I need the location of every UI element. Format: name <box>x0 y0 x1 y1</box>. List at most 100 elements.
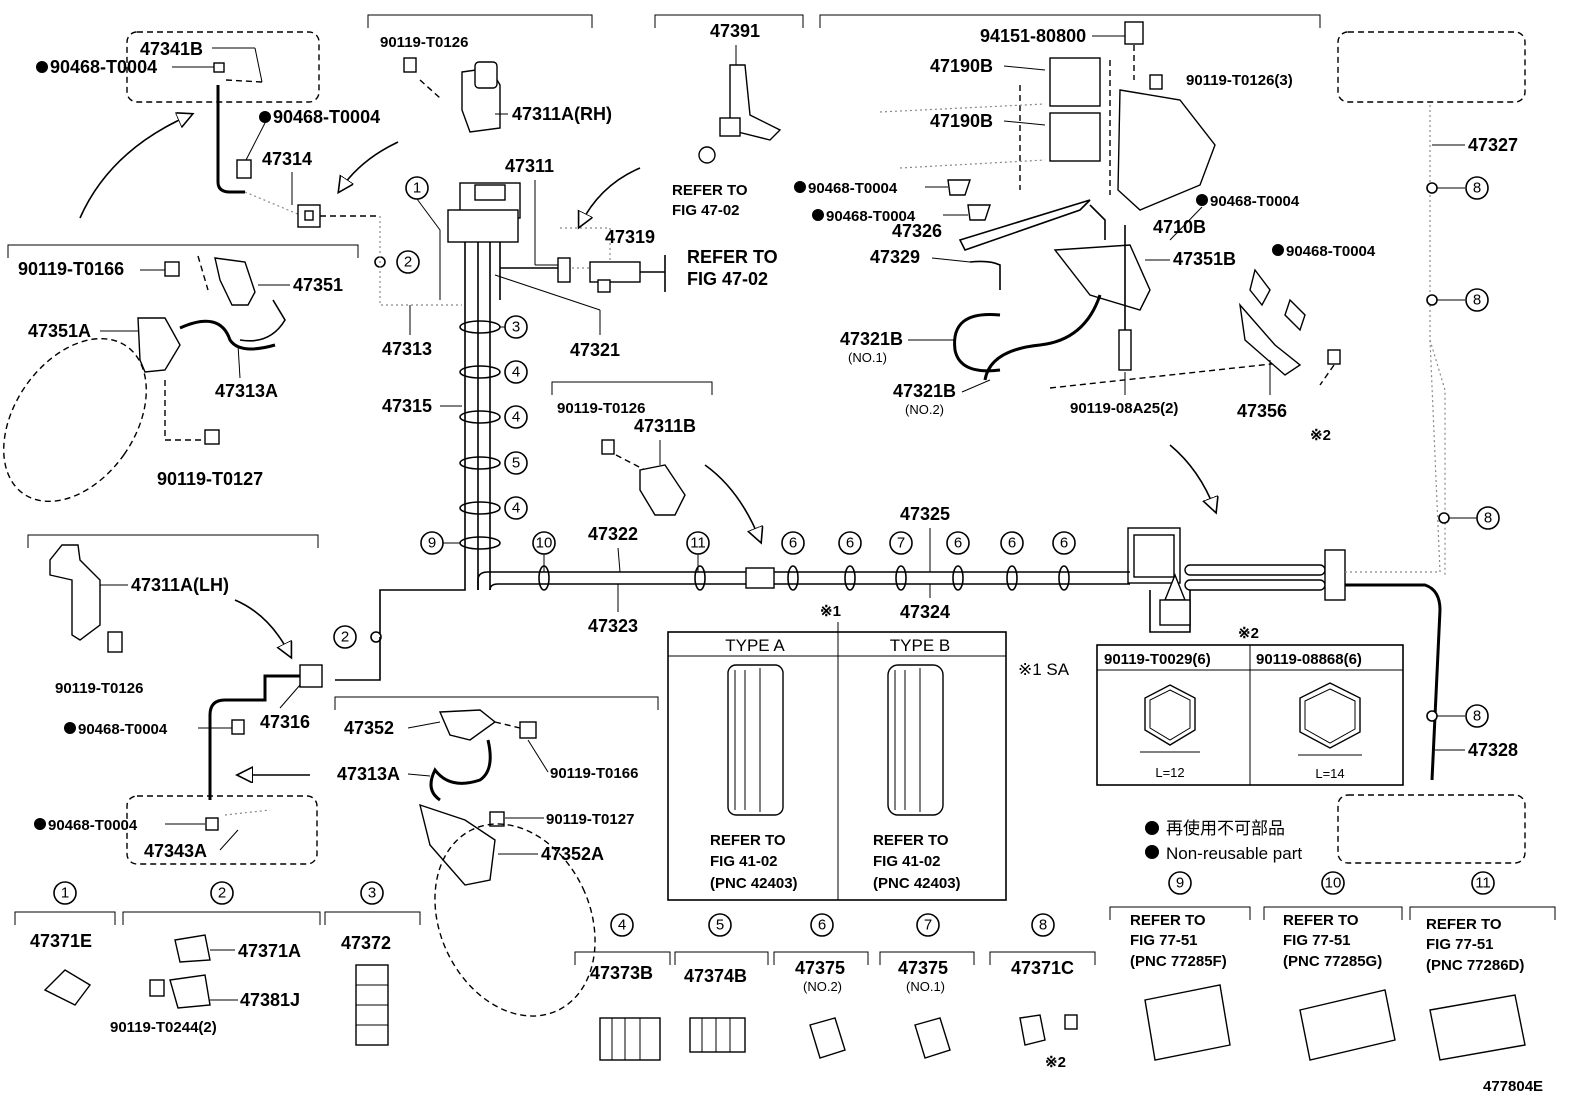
svg-text:1: 1 <box>61 885 69 902</box>
group-bracket-47391 <box>654 14 804 28</box>
label-47343A: 47343A <box>144 841 207 861</box>
callout-9b <box>1168 871 1192 895</box>
label-bolt1: 90119-T0029(6) <box>1104 651 1211 668</box>
label-referA1: REFER TO <box>710 832 786 849</box>
non-reusable-dot-icon <box>259 111 271 123</box>
callout-6c <box>946 531 970 555</box>
label-90468-e: 90468-T0004 <box>1210 193 1300 210</box>
non-reusable-dot-icon <box>36 61 48 73</box>
label-47375-1: 47375 <box>898 958 948 978</box>
bracket-4710B <box>1117 89 1216 211</box>
clip-47375-no2 <box>809 1017 846 1059</box>
brake-pipe-47314 <box>216 85 245 194</box>
label-47321: 47321 <box>570 340 620 360</box>
bracket-47352A <box>419 803 496 886</box>
svg-text:4: 4 <box>512 409 520 426</box>
label-90119-T0126-3: 90119-T0126(3) <box>1186 72 1293 89</box>
pipe-bundle-47315 <box>464 242 501 590</box>
callout-3b <box>360 881 384 905</box>
label-47341B: 47341B <box>140 39 203 59</box>
group-bracket-47311A-RH <box>367 14 593 28</box>
label-47373B: 47373B <box>590 963 653 983</box>
label-90119-T0126-c: 90119-T0126 <box>55 680 143 697</box>
detail-box-top-right <box>1337 31 1526 103</box>
clamp-47374B <box>689 1017 746 1053</box>
label-referA3: (PNC 42403) <box>710 875 798 892</box>
pipe-47323 <box>489 583 1100 591</box>
label-refer-47-02-a: REFER TO <box>672 182 748 199</box>
callout-5b <box>708 913 732 937</box>
callout-8e <box>1031 913 1055 937</box>
label-47351A: 47351A <box>28 321 91 341</box>
hex-bolt-14-icon <box>1299 682 1361 749</box>
svg-text:11: 11 <box>1475 875 1491 892</box>
callout-6e <box>1052 531 1076 555</box>
detail-box-47341B <box>126 31 320 103</box>
figure-id: 477804E <box>1483 1078 1543 1095</box>
label-47324: 47324 <box>900 602 950 622</box>
callout-6d <box>1000 531 1024 555</box>
callout-4b <box>504 405 528 429</box>
svg-text:8: 8 <box>1039 917 1047 934</box>
wheel-outline-right <box>434 823 596 1017</box>
pipe-47328 <box>1345 583 1442 781</box>
label-47328: 47328 <box>1468 740 1518 760</box>
label-ref11-1: REFER TO <box>1426 916 1502 933</box>
label-type-b: TYPE B <box>890 636 950 655</box>
label-90119-T0244: 90119-T0244(2) <box>110 1019 217 1036</box>
label-47316: 47316 <box>260 712 310 732</box>
label-mark2-b: ※2 <box>1238 625 1259 642</box>
non-reusable-dot-icon <box>1196 194 1208 206</box>
label-47315: 47315 <box>382 396 432 416</box>
svg-text:10: 10 <box>536 535 553 552</box>
label-47381J: 47381J <box>240 990 300 1010</box>
svg-text:1: 1 <box>413 180 421 197</box>
label-ref11-2: FIG 77-51 <box>1426 936 1494 953</box>
legend-en: Non-reusable part <box>1166 844 1302 863</box>
group-bracket-47351 <box>7 244 359 258</box>
callout-2b <box>333 625 357 649</box>
callout-2 <box>396 250 420 274</box>
label-47321B-2: 47321B <box>893 381 956 401</box>
label-L14: L=14 <box>1315 766 1344 781</box>
non-reusable-dot-icon <box>1272 244 1284 256</box>
callout-11b <box>1471 871 1495 895</box>
pipe-47322 <box>477 571 1100 590</box>
legend-dot-icon <box>1145 821 1159 835</box>
label-47325: 47325 <box>900 504 950 524</box>
label-90119-T0126-a: 90119-T0126 <box>380 34 468 51</box>
label-47371E: 47371E <box>30 931 92 951</box>
non-reusable-dot-icon <box>812 209 824 221</box>
clamp-77285G <box>1299 989 1396 1061</box>
callout-2c <box>210 881 234 905</box>
hose-47313A-b <box>429 739 492 802</box>
label-type-a: TYPE A <box>725 636 785 655</box>
label-refer-47-02-b2: FIG 47-02 <box>687 269 768 289</box>
callout-6b <box>838 531 862 555</box>
wheel-outline-left <box>3 337 147 503</box>
svg-text:2: 2 <box>341 629 349 646</box>
svg-text:7: 7 <box>924 917 932 934</box>
svg-text:4: 4 <box>618 917 626 934</box>
svg-text:2: 2 <box>218 885 226 902</box>
label-47323: 47323 <box>588 616 638 636</box>
clamp-77285F <box>1144 984 1231 1061</box>
label-refer-47-02-a2: FIG 47-02 <box>672 202 740 219</box>
label-94151: 94151-80800 <box>980 26 1086 46</box>
bracket-47356 <box>1238 302 1302 376</box>
union-joint <box>745 567 775 589</box>
callout-6a <box>781 531 805 555</box>
callout-5 <box>504 451 528 475</box>
label-90468-g: 90468-T0004 <box>78 721 168 738</box>
callout-6f <box>810 913 834 937</box>
label-47372: 47372 <box>341 933 391 953</box>
svg-text:8: 8 <box>1473 292 1481 309</box>
label-refer-47-02-b: REFER TO <box>687 247 778 267</box>
label-47322: 47322 <box>588 524 638 544</box>
svg-text:8: 8 <box>1473 180 1481 197</box>
svg-text:8: 8 <box>1473 708 1481 725</box>
label-referA2: FIG 41-02 <box>710 853 778 870</box>
svg-text:5: 5 <box>512 455 520 472</box>
label-47321B-1: 47321B <box>840 329 903 349</box>
label-90119-T0166-a: 90119-T0166 <box>18 259 124 279</box>
